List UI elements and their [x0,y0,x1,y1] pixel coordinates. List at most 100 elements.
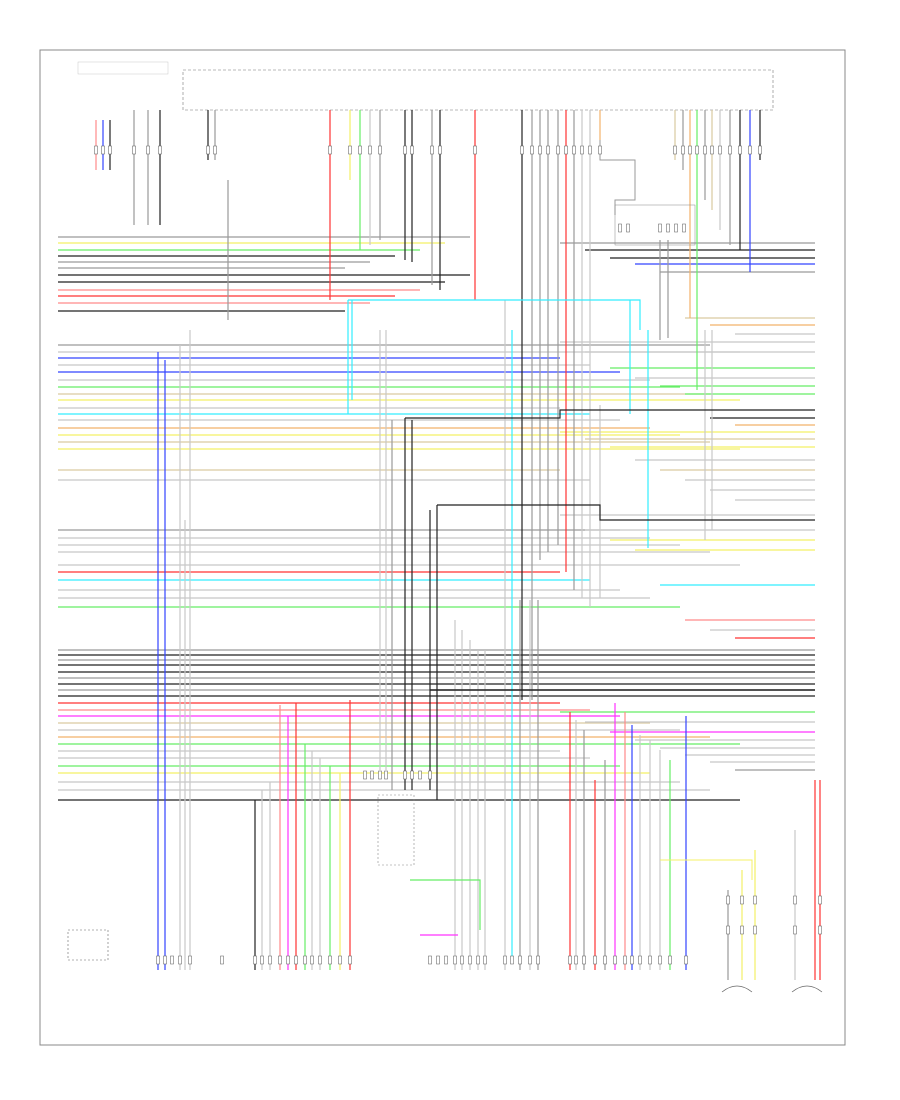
top-connector-pin-12 [378,145,382,155]
top-connector-pin-2 [108,145,112,155]
bottom-connector-pin-39 [638,955,642,965]
connector-blocks [94,145,822,965]
bottom-connector-pin-25 [483,955,487,965]
bottom-connector-pin-32 [574,955,578,965]
top-connector-pin-19 [530,145,534,155]
top-connector-pin-16 [438,145,442,155]
upper-junction-pin-4 [674,223,678,233]
top-connector-pin-36 [738,145,742,155]
top-connector-pin-22 [556,145,560,155]
bottom-connector-pin-16 [338,955,342,965]
junction-pin-5 [410,770,414,780]
junction-pin-6 [418,770,422,780]
bottom-connector-pin-31 [568,955,572,965]
upper-junction-pin-0 [618,223,622,233]
top-connector-pin-35 [728,145,732,155]
bottom-connector-pin-14 [318,955,322,965]
right-speaker-symbol [791,985,823,993]
bottom-connector-pin-4 [188,955,192,965]
bottom-connector-pin-37 [623,955,627,965]
top-connector-pin-33 [710,145,714,155]
bottom-connector-pin-18 [428,955,432,965]
junction-pin-4 [403,770,407,780]
bottom-connector-pin-22 [460,955,464,965]
junction-pin-7 [428,770,432,780]
right-upper-junction-box [614,204,696,246]
top-connector-pin-9 [348,145,352,155]
left-speaker-symbol [721,985,753,993]
speaker-pin-b-0 [726,925,730,935]
top-connector-pin-0 [94,145,98,155]
top-connector-pin-3 [132,145,136,155]
bottom-connector-pin-3 [178,955,182,965]
upper-junction-pin-5 [682,223,686,233]
bottom-connector-pin-12 [303,955,307,965]
wire-bend-2 [405,409,815,419]
components [67,61,823,993]
junction-connector [377,794,415,866]
top-connector-pin-11 [368,145,372,155]
speaker-pin-a-3 [793,895,797,905]
bottom-connector-pin-23 [468,955,472,965]
speaker-pin-a-1 [740,895,744,905]
top-left-component-box [77,61,169,75]
bottom-connector-pin-9 [278,955,282,965]
bottom-connector-pin-7 [260,955,264,965]
bottom-connector-pin-41 [658,955,662,965]
bottom-connector-pin-2 [170,955,174,965]
speaker-pin-b-1 [740,925,744,935]
bottom-connector-pin-5 [220,955,224,965]
wire-bend-7 [660,859,753,880]
wire-bend-1 [348,299,641,330]
top-connector-pin-23 [564,145,568,155]
left-component-box [67,929,109,961]
bottom-connector-pin-0 [156,955,160,965]
top-connector-pin-27 [598,145,602,155]
top-connector-pin-34 [718,145,722,155]
top-connector-pin-24 [572,145,576,155]
speaker-pin-b-4 [818,925,822,935]
bottom-connector-pin-8 [268,955,272,965]
diagram-frame [39,49,846,1046]
wire-bend-3 [437,504,815,521]
top-connector-pin-37 [748,145,752,155]
bottom-connector-pin-21 [453,955,457,965]
bottom-connector-pin-42 [668,955,672,965]
top-connector-pin-38 [758,145,762,155]
bottom-connector-pin-35 [603,955,607,965]
speaker-pin-b-3 [793,925,797,935]
bottom-connector-pin-30 [536,955,540,965]
wire-bend-0 [599,140,636,215]
top-connector-pin-1 [101,145,105,155]
bottom-connector-pin-20 [444,955,448,965]
bottom-connector-pin-27 [510,955,514,965]
top-connector-pin-18 [520,145,524,155]
top-connector-pin-29 [681,145,685,155]
bottom-connector-pin-24 [476,955,480,965]
top-connector-pin-31 [695,145,699,155]
bottom-connector-pin-36 [613,955,617,965]
bottom-connector-pin-29 [528,955,532,965]
speaker-pin-a-2 [753,895,757,905]
speaker-pin-a-4 [818,895,822,905]
bottom-connector-pin-19 [436,955,440,965]
bottom-connector-pin-1 [163,955,167,965]
upper-junction-pin-1 [626,223,630,233]
top-connector-pin-20 [538,145,542,155]
top-connector-pin-17 [473,145,477,155]
top-connector-pin-13 [403,145,407,155]
bottom-connector-pin-34 [593,955,597,965]
wire-bend-6 [410,879,481,930]
bottom-connector-pin-28 [518,955,522,965]
bottom-connector-pin-10 [286,955,290,965]
junction-pin-2 [378,770,382,780]
top-connector-pin-14 [410,145,414,155]
bottom-connector-pin-11 [294,955,298,965]
junction-pin-1 [370,770,374,780]
junction-pin-3 [384,770,388,780]
top-connector-pin-4 [146,145,150,155]
bottom-connector-pin-43 [684,955,688,965]
top-connector-box [182,69,774,111]
top-connector-pin-26 [588,145,592,155]
top-connector-pin-7 [213,145,217,155]
